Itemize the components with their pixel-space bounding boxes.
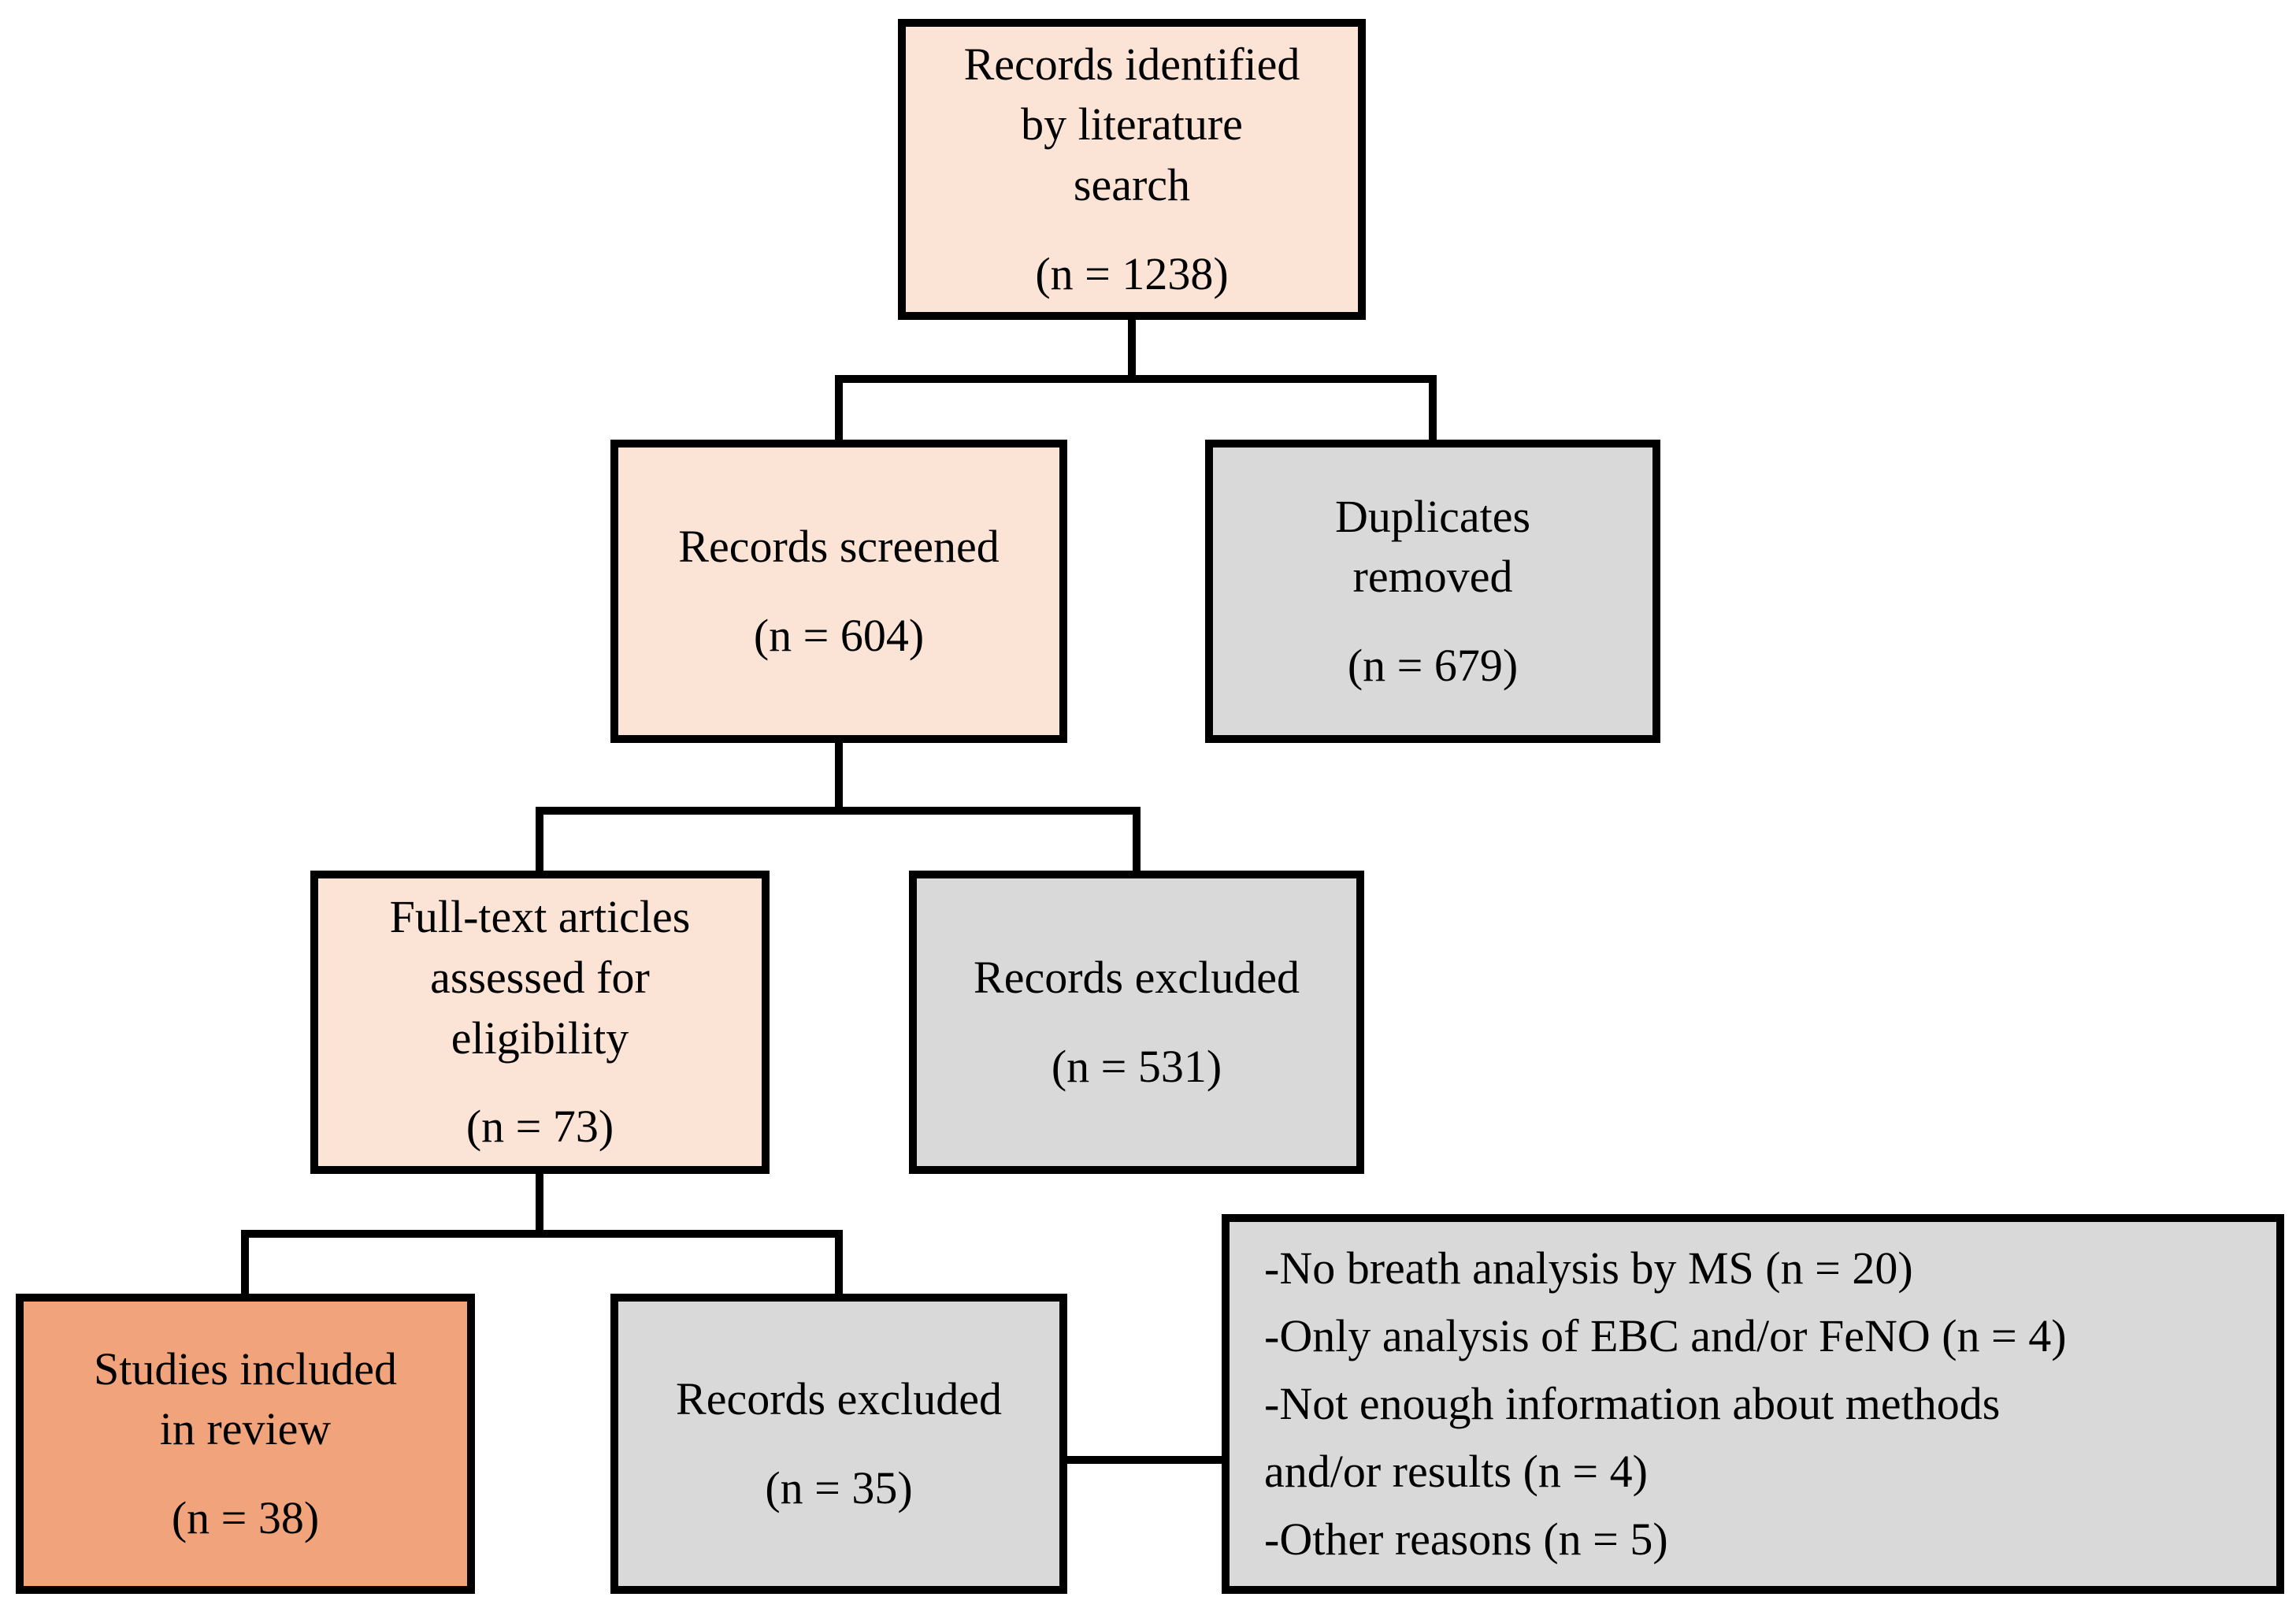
exclusion-reason-item: -Only analysis of EBC and/or FeNO (n = 4… bbox=[1264, 1310, 2067, 1362]
node-records-excluded-fulltext-count: (n = 35) bbox=[765, 1461, 913, 1513]
connector-branch2-horizontal bbox=[536, 807, 1141, 815]
connector-fulltext-down bbox=[536, 1169, 543, 1234]
node-fulltext-assessed-count: (n = 73) bbox=[466, 1101, 614, 1153]
node-studies-included-count: (n = 38) bbox=[171, 1491, 320, 1543]
connector-branch3-left-down bbox=[241, 1230, 249, 1298]
node-duplicates-removed-title: Duplicates removed bbox=[1334, 490, 1531, 603]
node-studies-included: Studies included in review (n = 38) bbox=[16, 1294, 475, 1594]
exclusion-reason-item: -Other reasons (n = 5) bbox=[1264, 1513, 1668, 1565]
connector-branch2-left-down bbox=[536, 807, 543, 875]
connector-branch2-right-down bbox=[1133, 807, 1141, 875]
connector-branch1-left-down bbox=[835, 375, 843, 444]
connector-branch3-horizontal bbox=[241, 1230, 843, 1238]
node-exclusion-reasons: -No breath analysis by MS (n = 20) -Only… bbox=[1222, 1214, 2284, 1594]
exclusion-reason-item: -Not enough information about methods an… bbox=[1264, 1378, 2001, 1497]
connector-branch3-right-down bbox=[835, 1230, 843, 1298]
node-fulltext-assessed: Full-text articles assessed for eligibil… bbox=[310, 871, 770, 1174]
connector-branch1-horizontal bbox=[835, 375, 1437, 383]
node-fulltext-assessed-title: Full-text articles assessed for eligibil… bbox=[389, 891, 691, 1064]
node-records-excluded-screening-count: (n = 531) bbox=[1051, 1040, 1222, 1092]
connector-screened-down bbox=[835, 738, 843, 811]
node-records-excluded-fulltext-title: Records excluded bbox=[676, 1372, 1002, 1424]
node-records-identified: Records identified by literature search … bbox=[898, 19, 1366, 320]
node-records-excluded-screening-title: Records excluded bbox=[974, 951, 1300, 1003]
node-records-identified-title: Records identified by literature search bbox=[963, 38, 1300, 210]
node-records-screened: Records screened (n = 604) bbox=[610, 440, 1067, 743]
connector-branch1-right-down bbox=[1429, 375, 1437, 444]
node-duplicates-removed-count: (n = 679) bbox=[1347, 639, 1519, 691]
node-records-excluded-screening: Records excluded (n = 531) bbox=[909, 871, 1364, 1174]
node-records-excluded-fulltext: Records excluded (n = 35) bbox=[610, 1294, 1067, 1594]
node-records-screened-count: (n = 604) bbox=[753, 609, 925, 661]
node-records-identified-count: (n = 1238) bbox=[1035, 247, 1229, 299]
connector-excluded-to-reasons bbox=[1063, 1456, 1226, 1464]
exclusion-reason-item: -No breath analysis by MS (n = 20) bbox=[1264, 1242, 1913, 1294]
node-studies-included-title: Studies included in review bbox=[93, 1343, 397, 1455]
node-duplicates-removed: Duplicates removed (n = 679) bbox=[1205, 440, 1660, 743]
connector-identified-down bbox=[1128, 315, 1136, 383]
node-records-screened-title: Records screened bbox=[678, 520, 1000, 572]
